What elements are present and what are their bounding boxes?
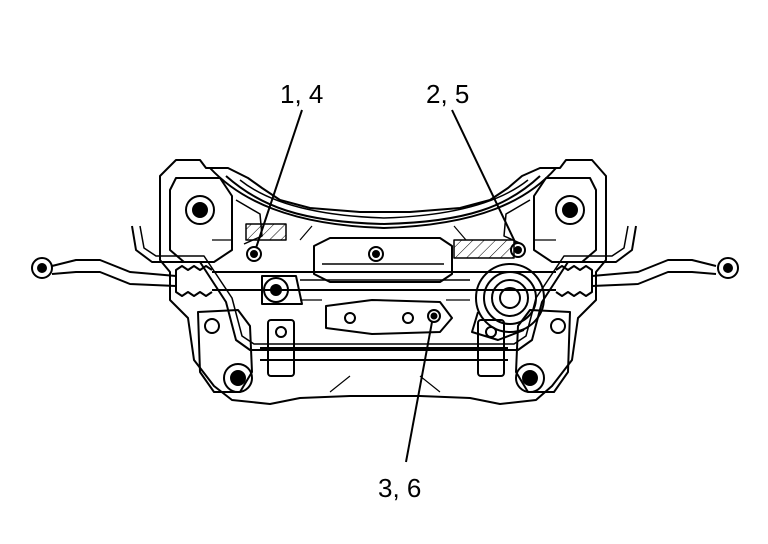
right-tie-rod-end [717,257,739,279]
left-lower-bushing [223,363,253,393]
callout-label-3-6: 3, 6 [378,473,421,503]
fastener-3-6 [427,309,441,323]
leader-lines [255,109,517,463]
crossmember-drawing [31,159,739,405]
left-tie-rod-end [31,257,53,279]
left-upper-bushing [185,195,215,225]
stabilizer-bar [131,225,637,351]
left-lower-bracket [197,309,253,393]
right-rack-boot [555,265,593,297]
left-tower [169,177,233,263]
leader-line-3-6 [405,321,433,463]
leader-line-2-5 [451,109,517,245]
upper-arch-inner [225,175,541,225]
pinion-housing [475,263,545,333]
leader-line-1-4 [255,109,303,249]
centre-lower-bracket [325,299,453,335]
right-tower [533,177,597,263]
right-lower-bushing [515,363,545,393]
callout-labels: 1, 4 2, 5 3, 6 [280,79,469,503]
right-lower-bracket [515,309,571,393]
rear-cross-tube [260,347,508,361]
cradle-outline [159,159,607,405]
right-tie-rod [591,259,717,287]
upper-arch [209,167,557,229]
centre-bolt [368,246,384,262]
callout-label-1-4: 1, 4 [280,79,323,109]
fastener-1-4 [246,246,262,262]
steering-rack [212,271,556,291]
left-gear-mount [263,277,289,303]
right-upper-bushing [555,195,585,225]
left-tie-rod [51,259,177,287]
left-rack-boot [175,265,213,297]
callout-label-2-5: 2, 5 [426,79,469,109]
centre-plate [313,237,453,283]
